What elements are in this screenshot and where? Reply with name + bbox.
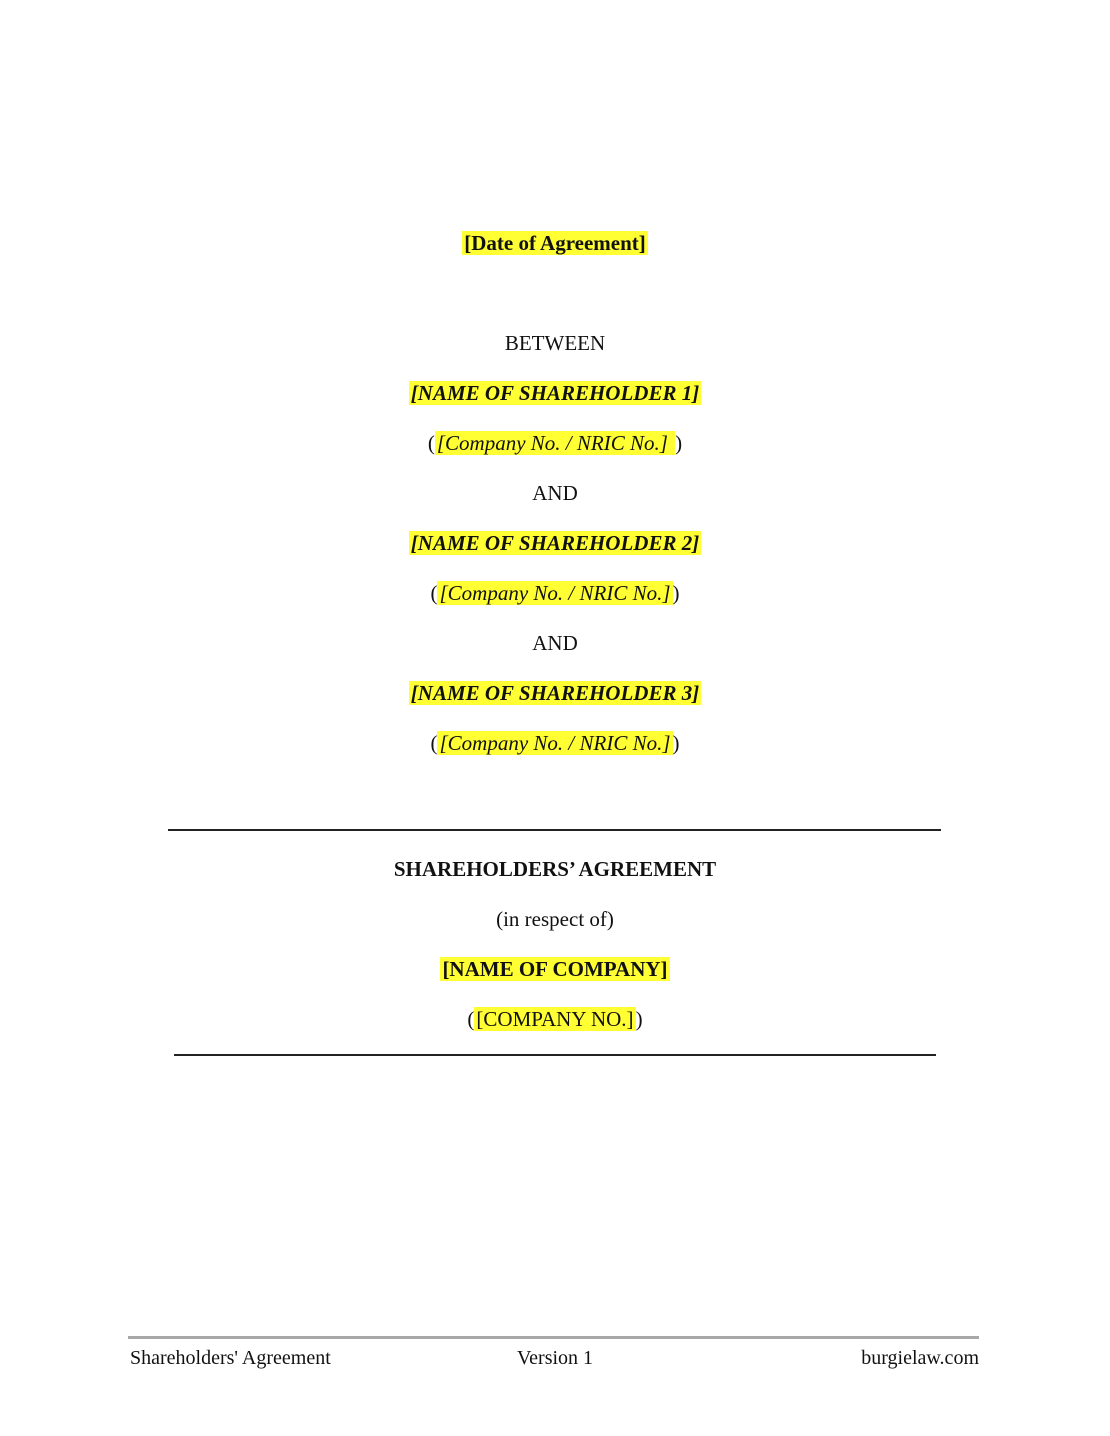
and-text: AND bbox=[532, 481, 578, 505]
and-text: AND bbox=[532, 631, 578, 655]
shareholder-2-id-line: ([Company No. / NRIC No.]) bbox=[0, 580, 1110, 606]
paren-open: ( bbox=[430, 731, 438, 755]
shareholder-1-name: [NAME OF SHAREHOLDER 1] bbox=[408, 381, 702, 405]
shareholder-2-id: [Company No. / NRIC No.] bbox=[437, 581, 673, 605]
agreement-title-line: SHAREHOLDERS’ AGREEMENT bbox=[0, 856, 1110, 882]
shareholder-2-name: [NAME OF SHAREHOLDER 2] bbox=[408, 531, 702, 555]
paren-close: ) bbox=[672, 731, 680, 755]
footer-rule bbox=[128, 1336, 979, 1339]
in-respect-of-line: (in respect of) bbox=[0, 906, 1110, 932]
date-placeholder: [Date of Agreement] bbox=[462, 231, 648, 255]
shareholder-1-id-line: ([Company No. / NRIC No.] ) bbox=[0, 430, 1110, 456]
paren-open: ( bbox=[427, 431, 435, 455]
shareholder-3-name: [NAME OF SHAREHOLDER 3] bbox=[408, 681, 702, 705]
footer-version: Version 1 bbox=[516, 1347, 594, 1369]
agreement-title: SHAREHOLDERS’ AGREEMENT bbox=[393, 857, 717, 881]
paren-close: ) bbox=[675, 431, 683, 455]
shareholder-3-id: [Company No. / NRIC No.] bbox=[437, 731, 673, 755]
shareholder-3-id-line: ([Company No. / NRIC No.]) bbox=[0, 730, 1110, 756]
paren-close: ) bbox=[672, 581, 680, 605]
paren-open: ( bbox=[467, 1007, 475, 1031]
in-respect-of: (in respect of) bbox=[496, 907, 614, 931]
and-label-2: AND bbox=[0, 630, 1110, 656]
title-top-rule bbox=[168, 829, 941, 831]
title-bottom-rule bbox=[174, 1054, 936, 1056]
shareholder-3-name-line: [NAME OF SHAREHOLDER 3] bbox=[0, 680, 1110, 706]
between-label: BETWEEN bbox=[0, 330, 1110, 356]
between-text: BETWEEN bbox=[504, 331, 606, 355]
and-label-1: AND bbox=[0, 480, 1110, 506]
shareholder-1-name-line: [NAME OF SHAREHOLDER 1] bbox=[0, 380, 1110, 406]
company-name-placeholder: [NAME OF COMPANY] bbox=[440, 957, 670, 981]
footer-document-name: Shareholders' Agreement bbox=[130, 1347, 331, 1369]
shareholder-2-name-line: [NAME OF SHAREHOLDER 2] bbox=[0, 530, 1110, 556]
paren-open: ( bbox=[430, 581, 438, 605]
shareholder-1-id: [Company No. / NRIC No.] bbox=[434, 431, 676, 455]
footer-website: burgielaw.com bbox=[861, 1347, 979, 1369]
company-no-placeholder: [COMPANY NO.] bbox=[474, 1007, 636, 1031]
company-name-line: [NAME OF COMPANY] bbox=[0, 956, 1110, 982]
paren-close: ) bbox=[635, 1007, 643, 1031]
date-line: [Date of Agreement] bbox=[0, 230, 1110, 256]
company-no-line: ([COMPANY NO.]) bbox=[0, 1006, 1110, 1032]
